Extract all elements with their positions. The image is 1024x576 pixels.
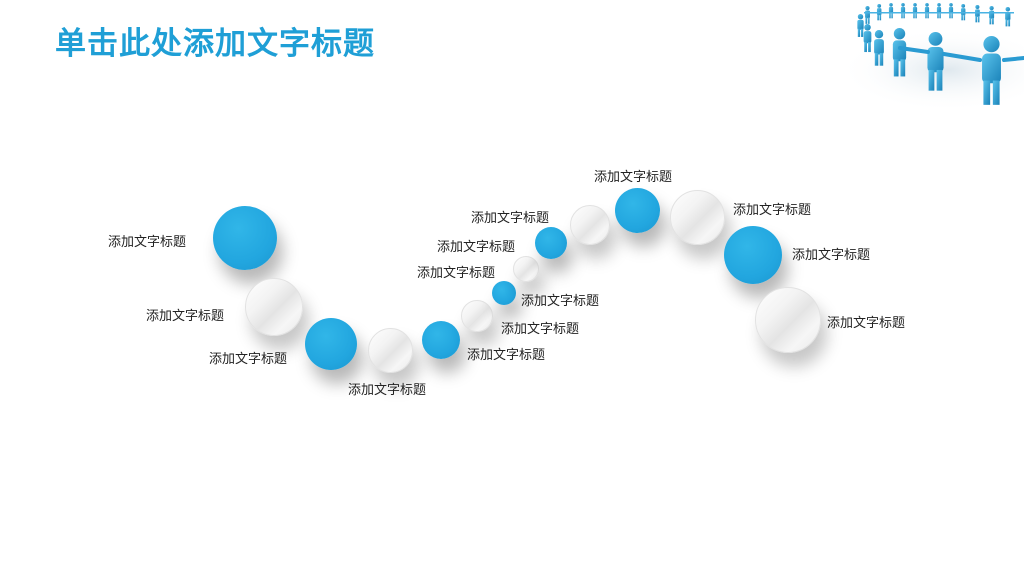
circle-blue bbox=[615, 188, 660, 233]
item-label: 添加文字标题 bbox=[146, 309, 225, 324]
slide-title: 单击此处添加文字标题 bbox=[55, 26, 375, 62]
item-label: 添加文字标题 bbox=[348, 383, 427, 398]
circle-blue bbox=[422, 321, 460, 359]
circle-blue bbox=[724, 226, 782, 284]
item-label: 添加文字标题 bbox=[467, 348, 546, 363]
circle-blue bbox=[305, 318, 357, 370]
circle-white bbox=[368, 328, 413, 373]
item-label: 添加文字标题 bbox=[437, 240, 516, 255]
item-label: 添加文字标题 bbox=[521, 294, 600, 309]
item-label: 添加文字标题 bbox=[108, 235, 187, 250]
circle-white bbox=[513, 256, 539, 282]
item-label: 添加文字标题 bbox=[792, 248, 871, 263]
item-label: 添加文字标题 bbox=[471, 211, 550, 226]
circle-white bbox=[245, 278, 303, 336]
item-label: 添加文字标题 bbox=[733, 203, 812, 218]
circle-blue bbox=[535, 227, 567, 259]
circle-white bbox=[755, 287, 821, 353]
item-label: 添加文字标题 bbox=[417, 266, 496, 281]
circle-white bbox=[570, 205, 610, 245]
item-label: 添加文字标题 bbox=[501, 322, 580, 337]
circle-blue bbox=[492, 281, 516, 305]
item-label: 添加文字标题 bbox=[209, 352, 288, 367]
people-circle-illustration bbox=[838, 3, 1024, 110]
item-label: 添加文字标题 bbox=[827, 316, 906, 331]
item-label: 添加文字标题 bbox=[594, 170, 673, 185]
circle-white bbox=[670, 190, 725, 245]
circle-blue bbox=[213, 206, 277, 270]
circle-white bbox=[461, 300, 493, 332]
